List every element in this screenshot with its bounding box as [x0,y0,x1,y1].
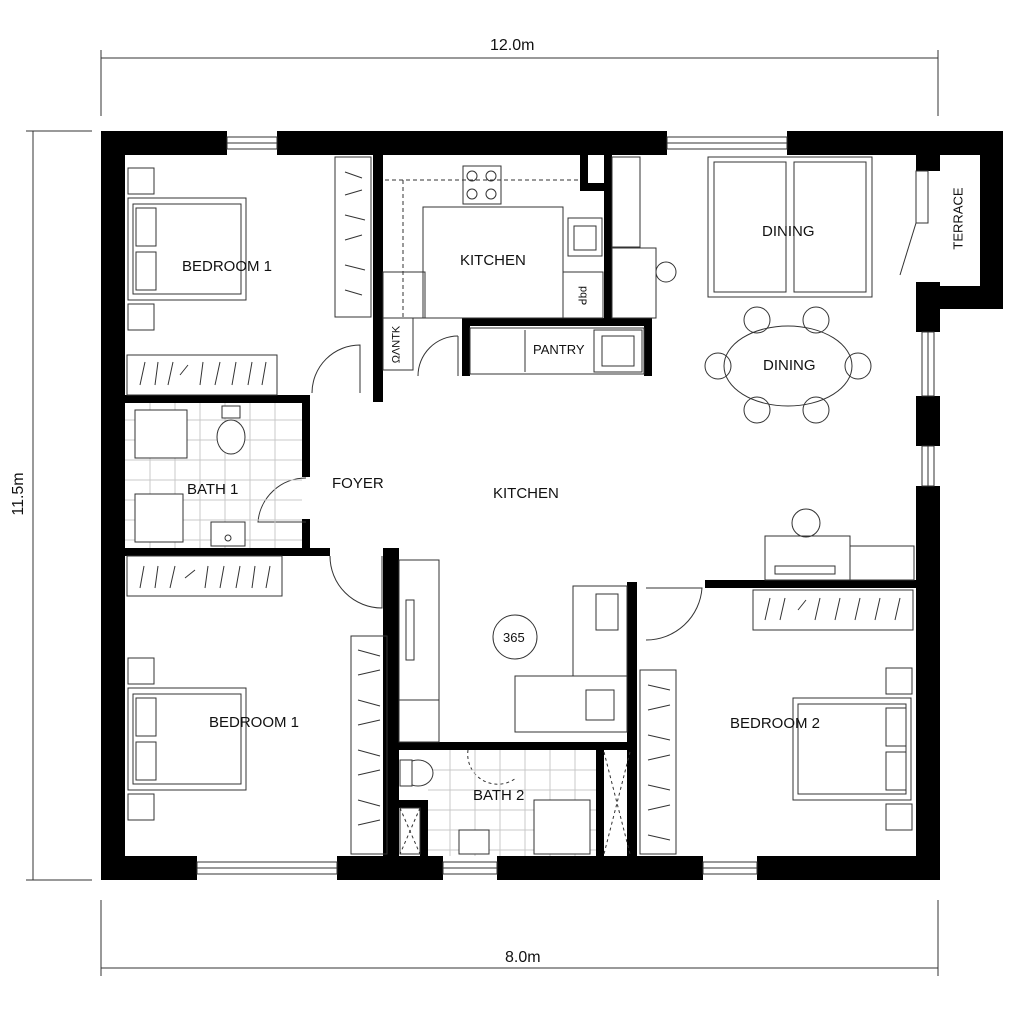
bath-2-fixtures [399,751,631,855]
room-label-bedroom-bottom-left: BEDROOM 1 [209,714,300,731]
kitchen-center-fixtures [398,559,538,743]
dining-table [704,306,872,424]
room-label-bedroom-top-left: BEDROOM 1 [182,258,273,275]
bath-1-fixtures [134,405,246,547]
round-table-number: 365 [503,630,525,645]
bed-bottom-left [127,657,247,821]
room-label-dining-top: DINING [762,223,815,240]
pantry-box-label: ΩΛNTK [390,325,403,364]
dim-top-width: 12.0m [490,37,535,54]
dim-bottom-width: 8.0m [505,949,541,966]
pantry-fixtures [382,317,645,375]
bath-2-tiles [428,750,596,856]
interior-walls [125,155,916,856]
wardrobe-bedroom-2 [639,589,914,855]
kitchen-top-counters [382,165,604,319]
dimension-lines [26,50,939,976]
room-label-foyer: FOYER [332,475,384,492]
fridge-label: ꓒbd [577,286,590,305]
wardrobe-top-left [126,156,372,396]
room-label-kitchen-center: KITCHEN [493,485,559,502]
room-label-bath-1: BATH 1 [187,481,239,498]
dim-left-height: 11.5m [10,472,27,516]
room-label-kitchen-top: KITCHEN [460,252,526,269]
wardrobe-bottom-left [126,555,388,855]
room-label-pantry: PANTRY [533,342,585,357]
outer-walls [101,131,1003,880]
sofa [514,585,628,733]
bed-bedroom-2 [792,667,913,831]
room-label-terrace: TERRACE [950,187,966,250]
windows [196,136,935,875]
desk [764,508,915,581]
bed-top-left [127,167,247,331]
room-label-bedroom-2: BEDROOM 2 [730,715,821,732]
door-swings [257,222,917,785]
bath-1-tiles [125,403,302,548]
room-label-bath-2: BATH 2 [473,787,525,804]
dining-cabinets [611,156,873,319]
room-label-dining-table: DINING [763,357,816,374]
